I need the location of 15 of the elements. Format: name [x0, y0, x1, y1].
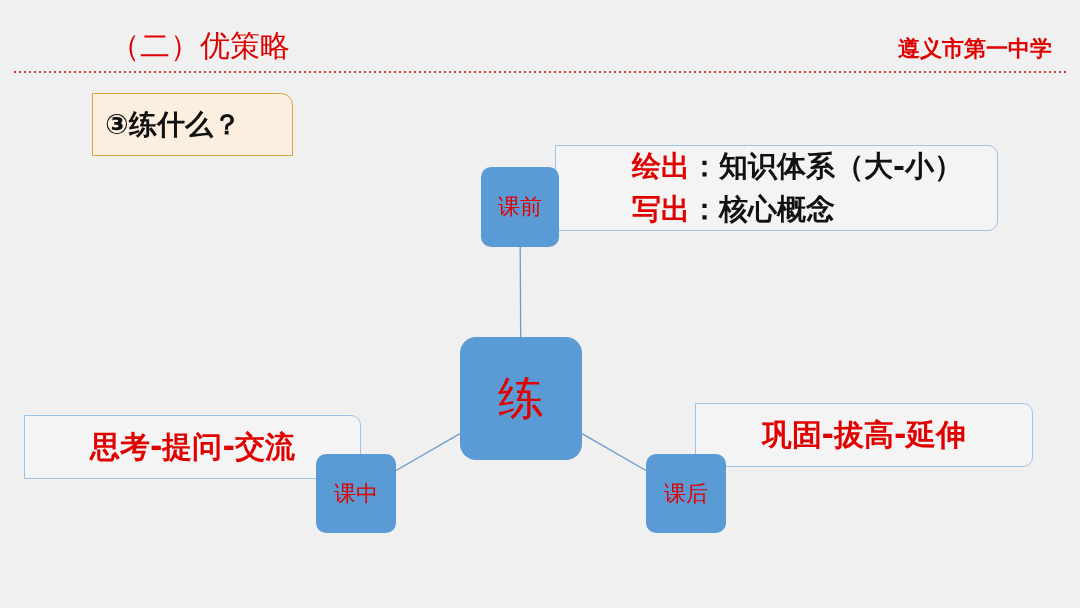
school-name: 遵义市第一中学	[898, 35, 1052, 63]
callout-box: 巩固-拔高-延伸	[695, 403, 1033, 467]
stage-box: 课后	[646, 454, 726, 533]
question-box: ③练什么？	[92, 93, 293, 156]
callout-box: 思考-提问-交流	[24, 415, 361, 479]
node-text: 绘出：知识体系（大-小）	[632, 147, 965, 185]
connector-line	[581, 432, 647, 472]
connector-line	[395, 432, 461, 472]
center-box: 练	[460, 337, 582, 460]
connector-line	[519, 246, 522, 338]
stage-box: 课中	[316, 454, 396, 533]
stage-box: 课前	[481, 167, 559, 247]
callout-box	[555, 145, 998, 231]
node-text: 写出：核心概念	[632, 191, 836, 228]
slide-title: （二）优策略	[110, 27, 290, 65]
